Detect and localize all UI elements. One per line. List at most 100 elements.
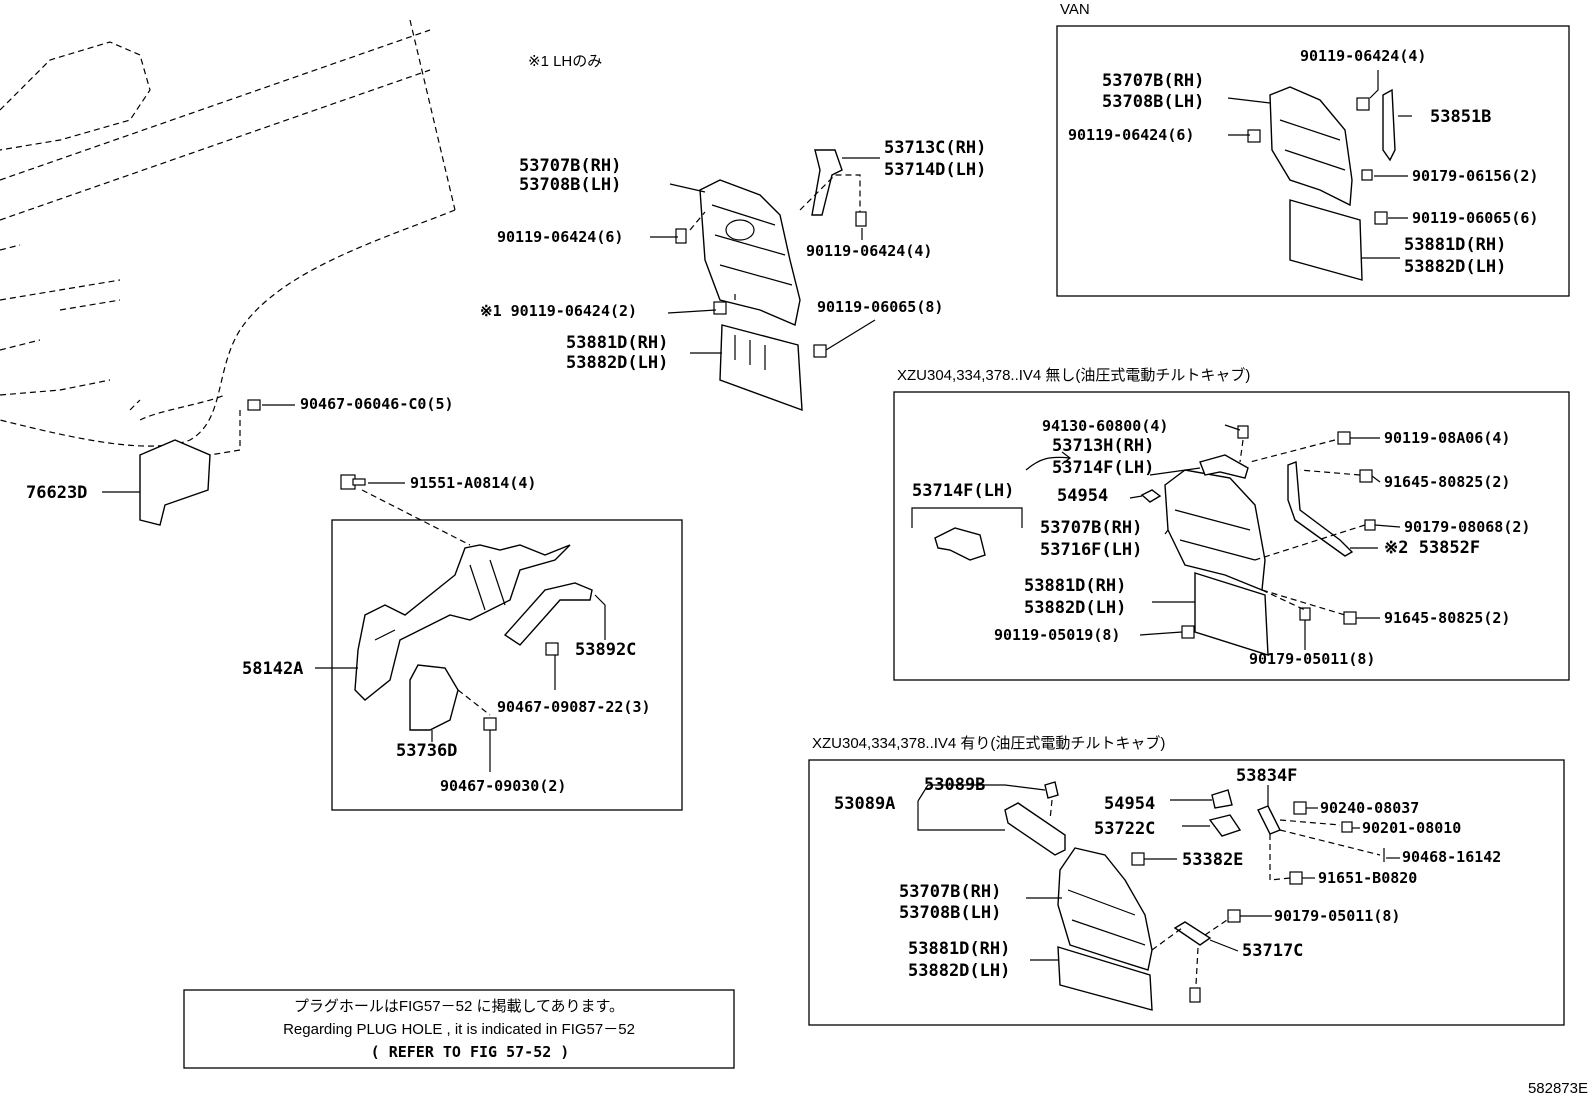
part-53881d-rh-without: 53881D(RH) (1024, 576, 1126, 596)
part-53708b-lh-van: 53708B(LH) (1102, 92, 1204, 112)
part-90467-09087-22: 90467-09087-22(3) (497, 698, 651, 716)
part-53707b-rh-van: 53707B(RH) (1102, 71, 1204, 91)
part-53707b-rh: 53707B(RH) (519, 156, 621, 176)
part-53736d: 53736D (396, 741, 457, 761)
part-90467-06046-c0: 90467-06046-C0(5) (300, 395, 454, 413)
part-53882d-lh-van: 53882D(LH) (1404, 257, 1506, 277)
mud-flap-van (1289, 199, 1363, 281)
part-91551-a0814: 91551-A0814(4) (410, 474, 536, 492)
clip-53722c (1208, 814, 1242, 837)
part-90119-06424-6-van: 90119-06424(6) (1068, 126, 1194, 144)
bolt-icon (1337, 431, 1351, 445)
part-53716f-lh: 53716F(LH) (1040, 540, 1142, 560)
bracket-58142a (354, 544, 571, 701)
part-58142a: 58142A (242, 659, 303, 679)
part-53717c: 53717C (1242, 941, 1303, 961)
part-90119-06424-4: 90119-06424(4) (806, 242, 932, 260)
part-94130-60800: 94130-60800(4) (1042, 417, 1168, 435)
part-54954-with: 54954 (1104, 794, 1155, 814)
part-90119-06065-8: 90119-06065(8) (817, 298, 943, 316)
bracket-53736d (409, 664, 459, 731)
bolt-icon (855, 211, 867, 227)
part-90179-06156: 90179-06156(2) (1412, 167, 1538, 185)
part-53707b-rh-with: 53707B(RH) (899, 882, 1001, 902)
with-tilt-cab-box: XZU304,334,378..IV4 有り(油圧式電動チルトキャブ) (808, 734, 1565, 1026)
bolt-icon (1359, 469, 1373, 483)
cab-body-outline (0, 19, 456, 447)
part-90179-05011-without: 90179-05011(8) (1249, 650, 1375, 668)
bolt-icon (1289, 871, 1303, 885)
bolt-icon (713, 301, 727, 315)
part-53713h-rh: 53713H(RH) (1052, 436, 1154, 456)
figure-id: 582873E (1528, 1080, 1588, 1097)
bracket-53713h (1199, 454, 1249, 479)
part-53852f: ※2 53852F (1384, 538, 1480, 558)
part-90468-16142: 90468-16142 (1402, 848, 1501, 866)
bracket-53834f (1257, 805, 1281, 835)
part-90201-08010: 90201-08010 (1362, 819, 1461, 837)
part-53089a: 53089A (834, 794, 895, 814)
clip-54954 (1140, 489, 1162, 503)
frame-box: 91551-A0814(4) 58142A 53892C 90467-09087… (242, 474, 683, 811)
stay-53892c (503, 582, 593, 646)
note-line-3: ( REFER TO FIG 57-52 ) (371, 1043, 570, 1061)
clip-53089b (1044, 781, 1059, 799)
without-tilt-cab-box: XZU304,334,378..IV4 無し(油圧式電動チルトキャブ) (893, 366, 1570, 681)
bolt-icon (1299, 607, 1311, 621)
part-76623d: 76623D (26, 483, 87, 503)
van-box: VAN 90119-06424(4) 53707B(RH) 53708B(LH)… (1056, 1, 1570, 297)
bolt-icon (1364, 519, 1376, 531)
part-91651-b0820: 91651-B0820 (1318, 869, 1417, 887)
part-90179-08068: 90179-08068(2) (1404, 518, 1530, 536)
splash-panel-van (1269, 86, 1353, 207)
bolt-icon (1374, 211, 1388, 225)
bolt-icon (1293, 801, 1307, 815)
bolt-icon (545, 642, 559, 656)
bracket-53714f-inset (934, 527, 986, 561)
part-90467-09030: 90467-09030(2) (440, 777, 566, 795)
with-box-title: XZU304,334,378..IV4 有り(油圧式電動チルトキャブ) (812, 734, 1165, 752)
plug-hole-note: プラグホールはFIG57－52 に掲載してあります。 Regarding PLU… (183, 989, 735, 1069)
part-53881d-rh: 53881D(RH) (566, 333, 668, 353)
part-53714f-lh-inset: 53714F(LH) (912, 481, 1014, 501)
bolt-icon (1227, 909, 1241, 923)
part-91645-80825-top: 91645-80825(2) (1384, 473, 1510, 491)
bolt-icon (483, 717, 497, 731)
part-53708b-lh: 53708B(LH) (519, 175, 621, 195)
mud-flap (719, 324, 803, 412)
part-53882d-lh-without: 53882D(LH) (1024, 598, 1126, 618)
splash-panel (699, 179, 801, 326)
bolt-icon (1341, 821, 1353, 833)
part-53708b-lh-with: 53708B(LH) (899, 903, 1001, 923)
rail-53089 (1004, 802, 1066, 856)
van-box-title: VAN (1060, 1, 1090, 18)
part-90119-06424-4-van: 90119-06424(4) (1300, 47, 1426, 65)
inner-fender-76623d (139, 439, 211, 526)
part-54954-without: 54954 (1057, 486, 1108, 506)
part-53851b: 53851B (1430, 107, 1491, 127)
part-90119-06424-2: ※1 90119-06424(2) (480, 302, 637, 320)
part-53714d-lh: 53714D(LH) (884, 160, 986, 180)
bolt-icon (1181, 625, 1195, 639)
bolt-icon (675, 228, 687, 244)
part-53713c-rh: 53713C(RH) (884, 138, 986, 158)
part-53882d-lh: 53882D(LH) (566, 353, 668, 373)
part-90119-05019: 90119-05019(8) (994, 626, 1120, 644)
bolt-icon (247, 399, 261, 411)
part-53707b-rh-without: 53707B(RH) (1040, 518, 1142, 538)
part-53881d-rh-with: 53881D(RH) (908, 939, 1010, 959)
part-90119-06065-6: 90119-06065(6) (1412, 209, 1538, 227)
bracket-53713c (811, 149, 843, 216)
part-90179-05011-with: 90179-05011(8) (1274, 907, 1400, 925)
without-box-title: XZU304,334,378..IV4 無し(油圧式電動チルトキャブ) (897, 366, 1250, 384)
bolt-icon (1343, 611, 1357, 625)
bolt-icon (1247, 129, 1261, 143)
part-53834f: 53834F (1236, 766, 1297, 786)
part-53714f-lh: 53714F(LH) (1052, 458, 1154, 478)
bracket-53717c (1173, 921, 1212, 946)
bolt-icon (1361, 169, 1373, 181)
part-53892c: 53892C (575, 640, 636, 660)
note-line-1: プラグホールはFIG57－52 に掲載してあります。 (294, 998, 624, 1015)
part-53882d-lh-with: 53882D(LH) (908, 961, 1010, 981)
